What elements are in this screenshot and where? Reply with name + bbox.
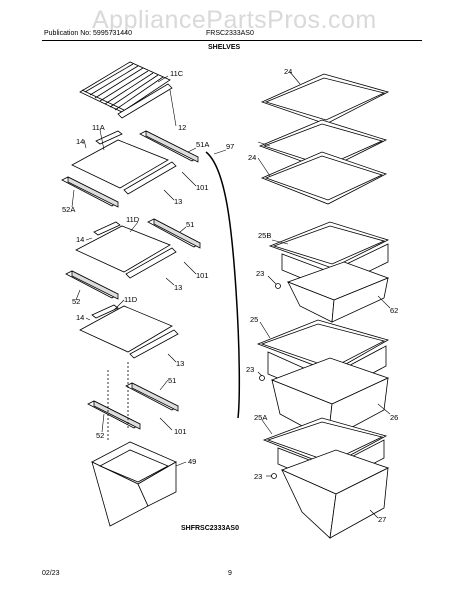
callout-51a: 51A [196, 140, 209, 149]
callout-97: 97 [226, 142, 234, 151]
bracket-52a [61, 176, 119, 208]
callout-52a: 52A [62, 205, 75, 214]
callout-13-b: 13 [174, 283, 182, 292]
watermark: AppliancePartsPros.com [92, 6, 377, 34]
callout-11c: 11C [170, 69, 184, 78]
callout-51-a: 51 [186, 220, 194, 229]
model-number: FRSC2333AS0 [206, 30, 254, 37]
callout-23-c: 23 [254, 472, 262, 481]
section-title: SHELVES [208, 44, 241, 51]
drawer-27 [280, 449, 390, 539]
page-number: 9 [228, 570, 232, 577]
callout-101-a: 101 [196, 183, 209, 192]
footer-date: 02/23 [42, 570, 60, 577]
callout-25b: 25B [258, 231, 271, 240]
callout-14-c: 14 [76, 313, 84, 322]
callout-52-b: 52 [96, 431, 104, 440]
callout-101-b: 101 [196, 271, 209, 280]
bracket-51-upper [147, 218, 201, 249]
callout-23-a: 23 [256, 269, 264, 278]
callout-12: 12 [178, 123, 186, 132]
callout-101-c: 101 [174, 427, 187, 436]
glass-shelf-11d-upper [75, 221, 177, 279]
callout-51-b: 51 [168, 376, 176, 385]
callout-11d-a: 11D [126, 215, 140, 224]
callout-13-a: 13 [174, 197, 182, 206]
callout-49: 49 [188, 457, 196, 466]
shelf-24-top [260, 73, 390, 125]
roller-23b [259, 375, 265, 381]
callout-14-a: 14 [76, 137, 84, 146]
diagram-caption: SHFRSC2333AS0 [181, 525, 239, 532]
glass-shelf-11d-lower [79, 304, 179, 359]
publication-number: Publication No: 5995731440 [44, 30, 132, 37]
callout-27: 27 [378, 515, 386, 524]
shelf-24-bottom [260, 151, 388, 205]
glass-shelf-11a [71, 130, 177, 195]
callout-11d-b: 11D [124, 295, 138, 304]
callout-14-b: 14 [76, 235, 84, 244]
shelf-trim-12 [117, 83, 173, 119]
page-header: AppliancePartsPros.com Publication No: 5… [0, 0, 464, 60]
drawer-62 [286, 261, 390, 323]
callout-24-a: 24 [284, 67, 292, 76]
callout-62: 62 [390, 306, 398, 315]
bracket-51a [139, 130, 199, 163]
callout-25a: 25A [254, 413, 267, 422]
roller-23c [271, 473, 277, 479]
leader-lines [71, 71, 391, 519]
roller-23a [275, 283, 281, 289]
callout-26: 26 [390, 413, 398, 422]
wire-shelf-11c [79, 61, 171, 113]
callout-23-b: 23 [246, 365, 254, 374]
bracket-52-lower [87, 400, 141, 430]
callout-13-c: 13 [176, 359, 184, 368]
tube-97 [205, 151, 241, 419]
bin-49 [91, 441, 177, 527]
header-divider [42, 40, 422, 41]
bracket-52-upper [65, 270, 119, 300]
callout-24-b: 24 [248, 153, 256, 162]
callout-25: 25 [250, 315, 258, 324]
callout-52-a: 52 [72, 297, 80, 306]
callout-11a: 11A [92, 123, 105, 132]
bracket-51-lower [125, 382, 179, 412]
